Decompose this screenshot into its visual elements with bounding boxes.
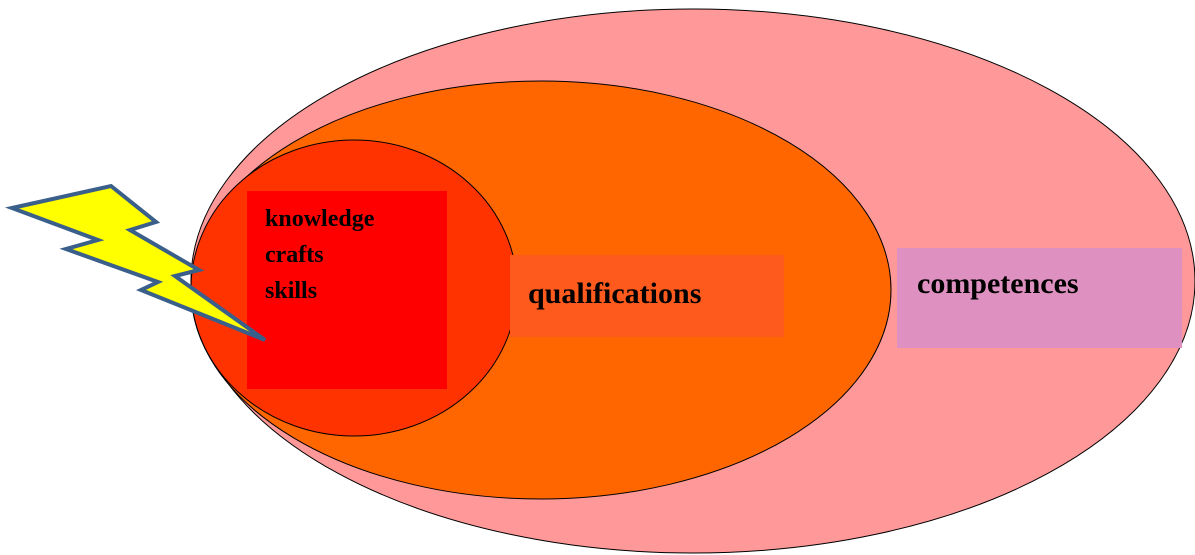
qualifications-label: qualifications: [528, 277, 701, 310]
competences-label-box: [897, 248, 1182, 348]
lightning-bolt-icon: [4, 183, 267, 342]
skills-label: skills: [265, 278, 317, 304]
qualifications-label-box: [510, 255, 784, 337]
knowledge-label-box: [247, 191, 447, 389]
crafts-label: crafts: [265, 242, 324, 268]
lightning-bolt-shape: [4, 183, 267, 342]
competences-label: competences: [917, 267, 1079, 300]
knowledge-label: knowledge: [265, 206, 375, 232]
